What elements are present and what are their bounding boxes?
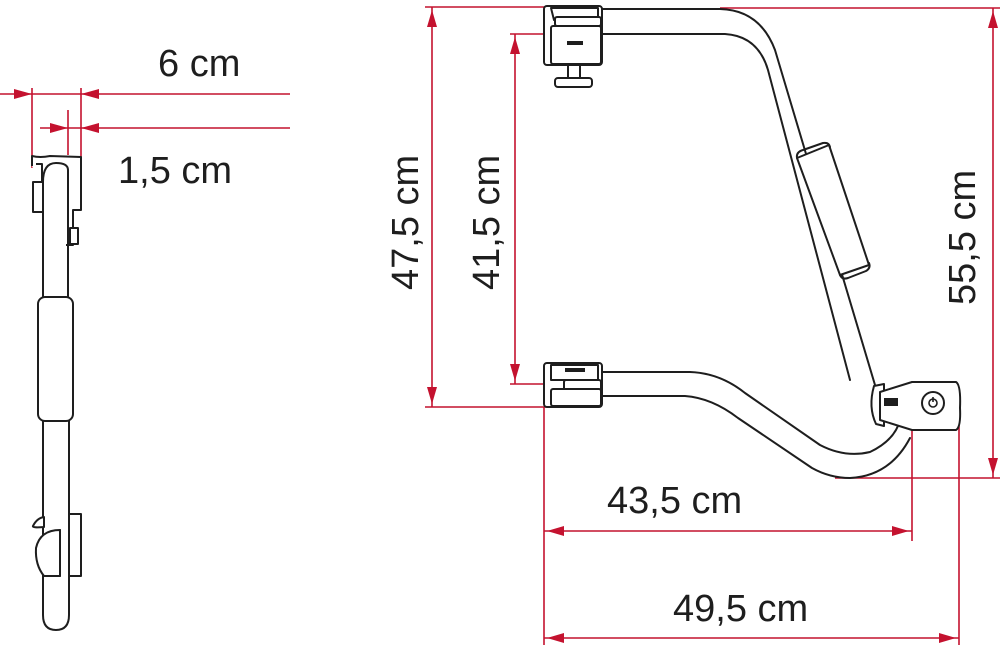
label-outer-height: 47,5 cm	[385, 154, 427, 290]
label-side-offset: 1,5 cm	[118, 150, 233, 192]
label-total-width: 49,5 cm	[673, 588, 809, 630]
dimension-6cm-lines	[0, 88, 290, 168]
dimension-41-5cm-lines	[510, 33, 544, 385]
label-side-depth: 6 cm	[158, 43, 241, 85]
side-view-drawing	[0, 88, 290, 631]
dimension-47-5cm-lines	[425, 6, 548, 408]
label-total-height: 55,5 cm	[942, 169, 984, 305]
label-inner-width: 43,5 cm	[607, 480, 743, 522]
label-inner-height: 41,5 cm	[466, 154, 508, 290]
dimension-55-5cm-lines	[720, 7, 1000, 479]
front-view-drawing	[425, 5, 1000, 645]
top-clamp	[543, 5, 603, 88]
bottom-clamp	[543, 362, 603, 408]
dimension-1-5cm-lines	[40, 110, 290, 155]
lock-unit	[870, 381, 962, 431]
dimension-49-5cm-lines	[544, 405, 960, 645]
